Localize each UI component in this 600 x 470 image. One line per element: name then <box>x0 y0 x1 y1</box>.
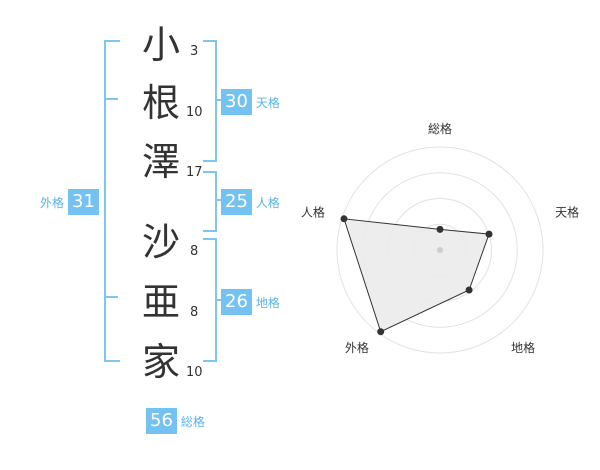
tenkaku-badge: 30 天格 <box>221 89 280 115</box>
tenkaku-label: 天格 <box>255 95 280 110</box>
radar-center-dot <box>437 247 443 253</box>
radar-area <box>343 218 490 333</box>
stroke-count-2: 10 <box>186 105 203 120</box>
radar-point-5 <box>340 215 348 223</box>
radar-axis-label-1: 総格 <box>428 121 452 136</box>
chikaku-label: 地格 <box>255 295 280 310</box>
stroke-count-4: 8 <box>190 244 199 259</box>
tenkaku-bracket-tick <box>215 99 221 101</box>
chikaku-value: 26 <box>221 289 252 315</box>
gaikaku-value: 31 <box>68 189 99 215</box>
radar-point-1 <box>436 225 444 233</box>
jinkaku-label: 人格 <box>255 195 280 210</box>
gaikaku-bracket <box>104 40 120 362</box>
radar-point-4 <box>377 328 385 336</box>
radar-point-2 <box>485 230 493 238</box>
name-char-2: 根 <box>141 81 180 125</box>
name-char-5: 亜 <box>141 280 180 324</box>
stroke-count-1: 3 <box>190 44 199 59</box>
chikaku-bracket-tick <box>215 299 221 301</box>
radar-axis-label-5: 人格 <box>301 205 325 220</box>
name-char-4: 沙 <box>141 220 180 264</box>
jinkaku-value: 25 <box>221 189 252 215</box>
soukaku-label: 総格 <box>180 414 205 429</box>
gaikaku-label: 外格 <box>40 195 65 210</box>
jinkaku-badge: 25 人格 <box>221 189 280 215</box>
radar-ring <box>336 146 544 354</box>
radar-point-3 <box>465 286 473 294</box>
chikaku-badge: 26 地格 <box>221 289 280 315</box>
soukaku-value: 56 <box>146 408 177 434</box>
jinkaku-bracket-tick <box>215 199 221 201</box>
stroke-count-5: 8 <box>190 305 199 320</box>
name-char-1: 小 <box>141 23 180 67</box>
jinkaku-bracket <box>203 171 217 232</box>
stroke-count-3: 17 <box>186 165 203 180</box>
name-char-3: 澤 <box>141 140 180 184</box>
name-char-6: 家 <box>141 340 180 384</box>
radar-axis-label-4: 外格 <box>345 340 369 355</box>
gaikaku-bracket-tick <box>104 296 118 298</box>
gaikaku-badge: 外格 31 <box>40 189 99 215</box>
soukaku-badge: 56 総格 <box>146 408 205 434</box>
tenkaku-value: 30 <box>221 89 252 115</box>
radar-axis-label-3: 地格 <box>511 340 535 355</box>
stroke-count-6: 10 <box>186 365 203 380</box>
radar-axis-label-2: 天格 <box>555 205 579 220</box>
tenkaku-bracket <box>203 40 217 162</box>
gaikaku-bracket-tick <box>104 98 118 100</box>
